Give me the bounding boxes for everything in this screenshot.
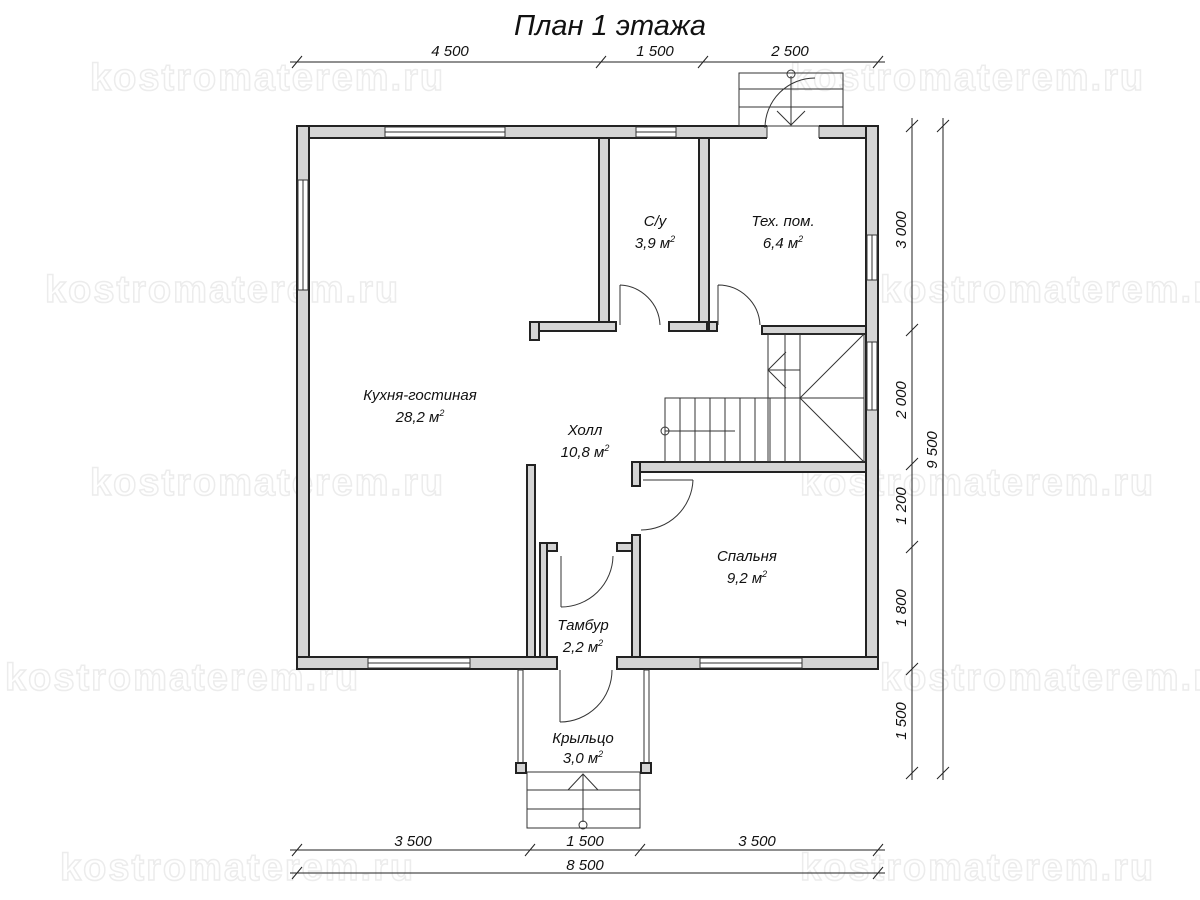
watermark: kostromaterem.ru <box>800 847 1155 889</box>
watermarks: kostromaterem.ru kostromaterem.ru kostro… <box>4 56 1200 890</box>
svg-text:9,2 м2: 9,2 м2 <box>727 569 767 587</box>
svg-text:1 500: 1 500 <box>636 43 674 60</box>
svg-text:28,2 м2: 28,2 м2 <box>395 408 445 426</box>
svg-text:1 800: 1 800 <box>893 589 910 627</box>
watermark: kostromaterem.ru <box>60 847 415 889</box>
room-area: 6,4 м <box>763 235 798 252</box>
room-area: 2,2 м <box>562 639 598 656</box>
room-area: 3,9 м <box>635 235 670 252</box>
room-labels: Кухня-гостиная 28,2 м2 С/у 3,9 м2 Тех. п… <box>363 213 814 767</box>
svg-text:8 500: 8 500 <box>566 857 604 874</box>
staircase <box>526 69 865 830</box>
svg-text:3,9 м2: 3,9 м2 <box>635 234 675 252</box>
svg-text:2 500: 2 500 <box>770 43 809 60</box>
room-name: Кухня-гостиная <box>363 387 476 404</box>
room-area: 10,8 м <box>561 444 605 461</box>
svg-text:2 000: 2 000 <box>893 381 910 420</box>
svg-text:3 500: 3 500 <box>394 833 432 850</box>
windows <box>297 126 878 669</box>
watermark: kostromaterem.ru <box>90 57 445 99</box>
watermark: kostromaterem.ru <box>790 57 1145 99</box>
svg-text:3,0 м2: 3,0 м2 <box>563 749 603 767</box>
svg-text:1 500: 1 500 <box>893 702 910 740</box>
room-area: 28,2 м <box>395 409 440 426</box>
watermark: kostromaterem.ru <box>45 269 400 311</box>
room-name: Крыльцо <box>552 730 614 747</box>
svg-text:9 500: 9 500 <box>924 431 941 469</box>
svg-text:1 200: 1 200 <box>893 487 910 525</box>
svg-text:6,4 м2: 6,4 м2 <box>763 234 803 252</box>
room-area: 3,0 м <box>563 750 598 767</box>
svg-text:1 500: 1 500 <box>566 833 604 850</box>
dimension-labels: 4 500 1 500 2 500 3 500 1 500 3 500 8 50… <box>394 43 941 874</box>
watermark: kostromaterem.ru <box>880 657 1200 699</box>
svg-text:3 500: 3 500 <box>738 833 776 850</box>
porch <box>515 669 652 774</box>
room-name: Холл <box>567 422 603 439</box>
watermark: kostromaterem.ru <box>880 269 1200 311</box>
plan-title: План 1 этажа <box>514 10 706 42</box>
svg-text:2,2 м2: 2,2 м2 <box>562 638 603 656</box>
svg-text:4 500: 4 500 <box>431 43 469 60</box>
room-name: Тех. пом. <box>751 213 814 230</box>
room-name: Тамбур <box>557 617 608 634</box>
dimension-lines <box>290 55 950 880</box>
room-name: С/у <box>644 213 668 230</box>
watermark: kostromaterem.ru <box>90 462 445 504</box>
svg-text:3 000: 3 000 <box>893 211 910 249</box>
room-name: Спальня <box>717 548 777 565</box>
doors <box>559 77 816 723</box>
svg-text:10,8 м2: 10,8 м2 <box>561 443 610 461</box>
room-area: 9,2 м <box>727 570 762 587</box>
